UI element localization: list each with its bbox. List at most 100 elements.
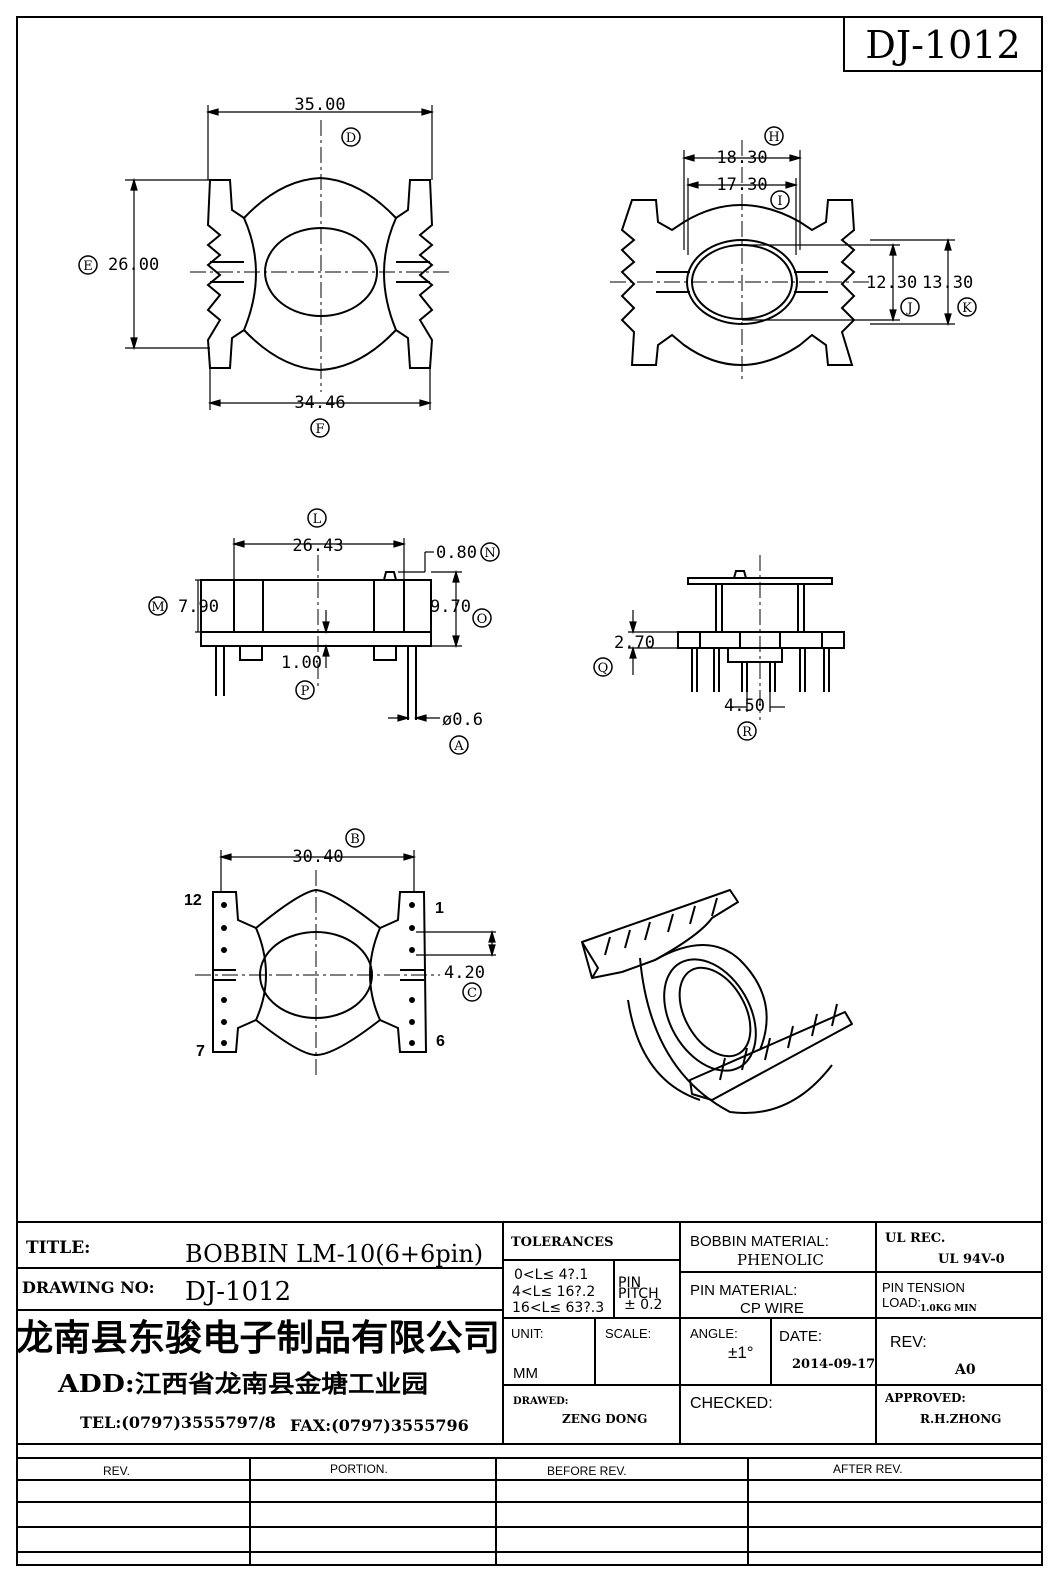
dim-E-value: 26.00 — [108, 255, 159, 275]
title-value: BOBBIN LM-10(6+6pin) — [185, 1240, 483, 1268]
svg-text:L: L — [313, 512, 322, 527]
tag-R: R — [737, 721, 757, 741]
tag-I: I — [770, 190, 790, 210]
ul-label: UL REC. — [885, 1231, 945, 1246]
tag-K: K — [957, 297, 977, 317]
isometric-view — [581, 889, 853, 1114]
dim-P — [322, 610, 330, 668]
load-label: LOAD: — [882, 1295, 921, 1310]
svg-text:A: A — [453, 739, 464, 754]
dim-K-value: 13.30 — [922, 273, 973, 293]
drawing-number-text: DJ-1012 — [865, 23, 1020, 67]
rev-header-before: BEFORE REV. — [547, 1464, 627, 1478]
tag-P: P — [295, 680, 315, 700]
approved-label: APPROVED: — [884, 1391, 966, 1405]
unit-value: MM — [513, 1365, 538, 1382]
scale-label: SCALE: — [605, 1326, 651, 1341]
drawing-number-box: DJ-1012 — [843, 16, 1043, 72]
dim-H — [681, 150, 803, 250]
company-address: ADD:江西省龙南县金塘工业园 — [57, 1369, 428, 1398]
tag-B: B — [345, 828, 365, 848]
dim-M-value: 7.90 — [178, 597, 219, 617]
ul-value: UL 94V-0 — [938, 1252, 1005, 1267]
dim-B — [218, 850, 417, 892]
drawn-value: ZENG DONG — [562, 1412, 647, 1426]
checked-label: CHECKED: — [690, 1395, 773, 1412]
drawing-no-value: DJ-1012 — [185, 1277, 291, 1307]
tag-Q: Q — [593, 657, 613, 677]
bottom-pin-holes — [221, 902, 415, 1046]
pin-label-7: 7 — [196, 1043, 205, 1060]
date-value: 2014-09-17 — [792, 1357, 875, 1372]
pin-pitch-a: PIN — [618, 1275, 641, 1291]
dim-B-value: 30.40 — [292, 847, 343, 867]
title-label: TITLE: — [26, 1238, 90, 1258]
dim-R-value: 4.50 — [724, 696, 765, 716]
dim-A — [388, 714, 440, 722]
company-fax: FAX:(0797)3555796 — [290, 1416, 469, 1435]
sheet-frame — [16, 16, 1043, 1566]
svg-text:Q: Q — [598, 661, 609, 676]
dim-N-value: 0.80 — [436, 543, 477, 563]
svg-text:D: D — [346, 131, 356, 146]
tag-D: D — [341, 127, 361, 147]
svg-text:B: B — [350, 832, 360, 847]
pin-label-12: 12 — [184, 892, 202, 909]
svg-text:E: E — [83, 259, 93, 274]
pin-material-label: PIN MATERIAL: — [690, 1282, 797, 1299]
dim-C-value: 4.20 — [444, 963, 485, 983]
bobbin-material-label: BOBBIN MATERIAL: — [690, 1233, 829, 1250]
dim-A-value: ø0.6 — [442, 710, 483, 730]
tag-N: N — [480, 542, 500, 562]
date-label: DATE: — [779, 1328, 822, 1345]
pin-label-1: 1 — [435, 900, 444, 917]
pin-pitch-c: ± 0.2 — [624, 1297, 662, 1313]
dim-N — [398, 551, 434, 573]
svg-text:K: K — [962, 301, 972, 316]
dim-C — [416, 929, 496, 958]
dim-P-value: 1.00 — [281, 653, 322, 673]
pin-label-6: 6 — [436, 1033, 445, 1050]
dim-D-value: 35.00 — [294, 95, 345, 115]
front-view — [200, 571, 432, 720]
dim-M — [195, 579, 201, 633]
svg-text:R: R — [742, 725, 753, 740]
pin-material-value: CP WIRE — [740, 1300, 804, 1317]
rev-value: A0 — [954, 1362, 976, 1378]
title-block-lines — [17, 1221, 1042, 1565]
tag-C: C — [462, 982, 482, 1002]
dim-R — [730, 692, 785, 712]
dim-E — [125, 177, 210, 351]
bobbin-material-value: PHENOLIC — [737, 1251, 824, 1269]
top-view-centerlines — [190, 120, 450, 392]
svg-text:N: N — [484, 546, 495, 561]
tag-L: L — [307, 508, 327, 528]
tag-M: M — [148, 596, 168, 616]
rev-header-after: AFTER REV. — [833, 1462, 903, 1476]
dim-I-value: 17.30 — [716, 175, 767, 195]
dim-F-value: 34.46 — [294, 393, 345, 413]
bottom-centerlines — [195, 870, 440, 1075]
dim-I — [685, 178, 799, 255]
dim-F — [207, 368, 433, 410]
svg-text:M: M — [151, 600, 164, 615]
svg-text:J: J — [905, 301, 912, 316]
load-value: 1.0KG MIN — [920, 1304, 977, 1314]
drawn-label: DRAWED: — [513, 1396, 568, 1407]
svg-text:F: F — [315, 422, 324, 437]
dim-J — [742, 242, 900, 323]
drawing-no-label: DRAWING NO: — [22, 1278, 155, 1297]
company-tel: TEL:(0797)3555797/8 — [80, 1413, 276, 1432]
dim-K — [870, 237, 955, 327]
dim-J-value: 12.30 — [866, 273, 917, 293]
svg-text:I: I — [777, 194, 782, 209]
svg-text:O: O — [477, 612, 488, 627]
core-view-centerlines — [610, 140, 870, 380]
angle-label: ANGLE: — [690, 1326, 738, 1341]
tolerance-row-3: 16<L≤ 63?.3 — [512, 1300, 604, 1316]
dim-O — [431, 569, 462, 649]
tag-J: J — [900, 297, 920, 317]
rev-header-rev: REV. — [103, 1464, 130, 1478]
dim-Q-value: 2.70 — [614, 633, 655, 653]
